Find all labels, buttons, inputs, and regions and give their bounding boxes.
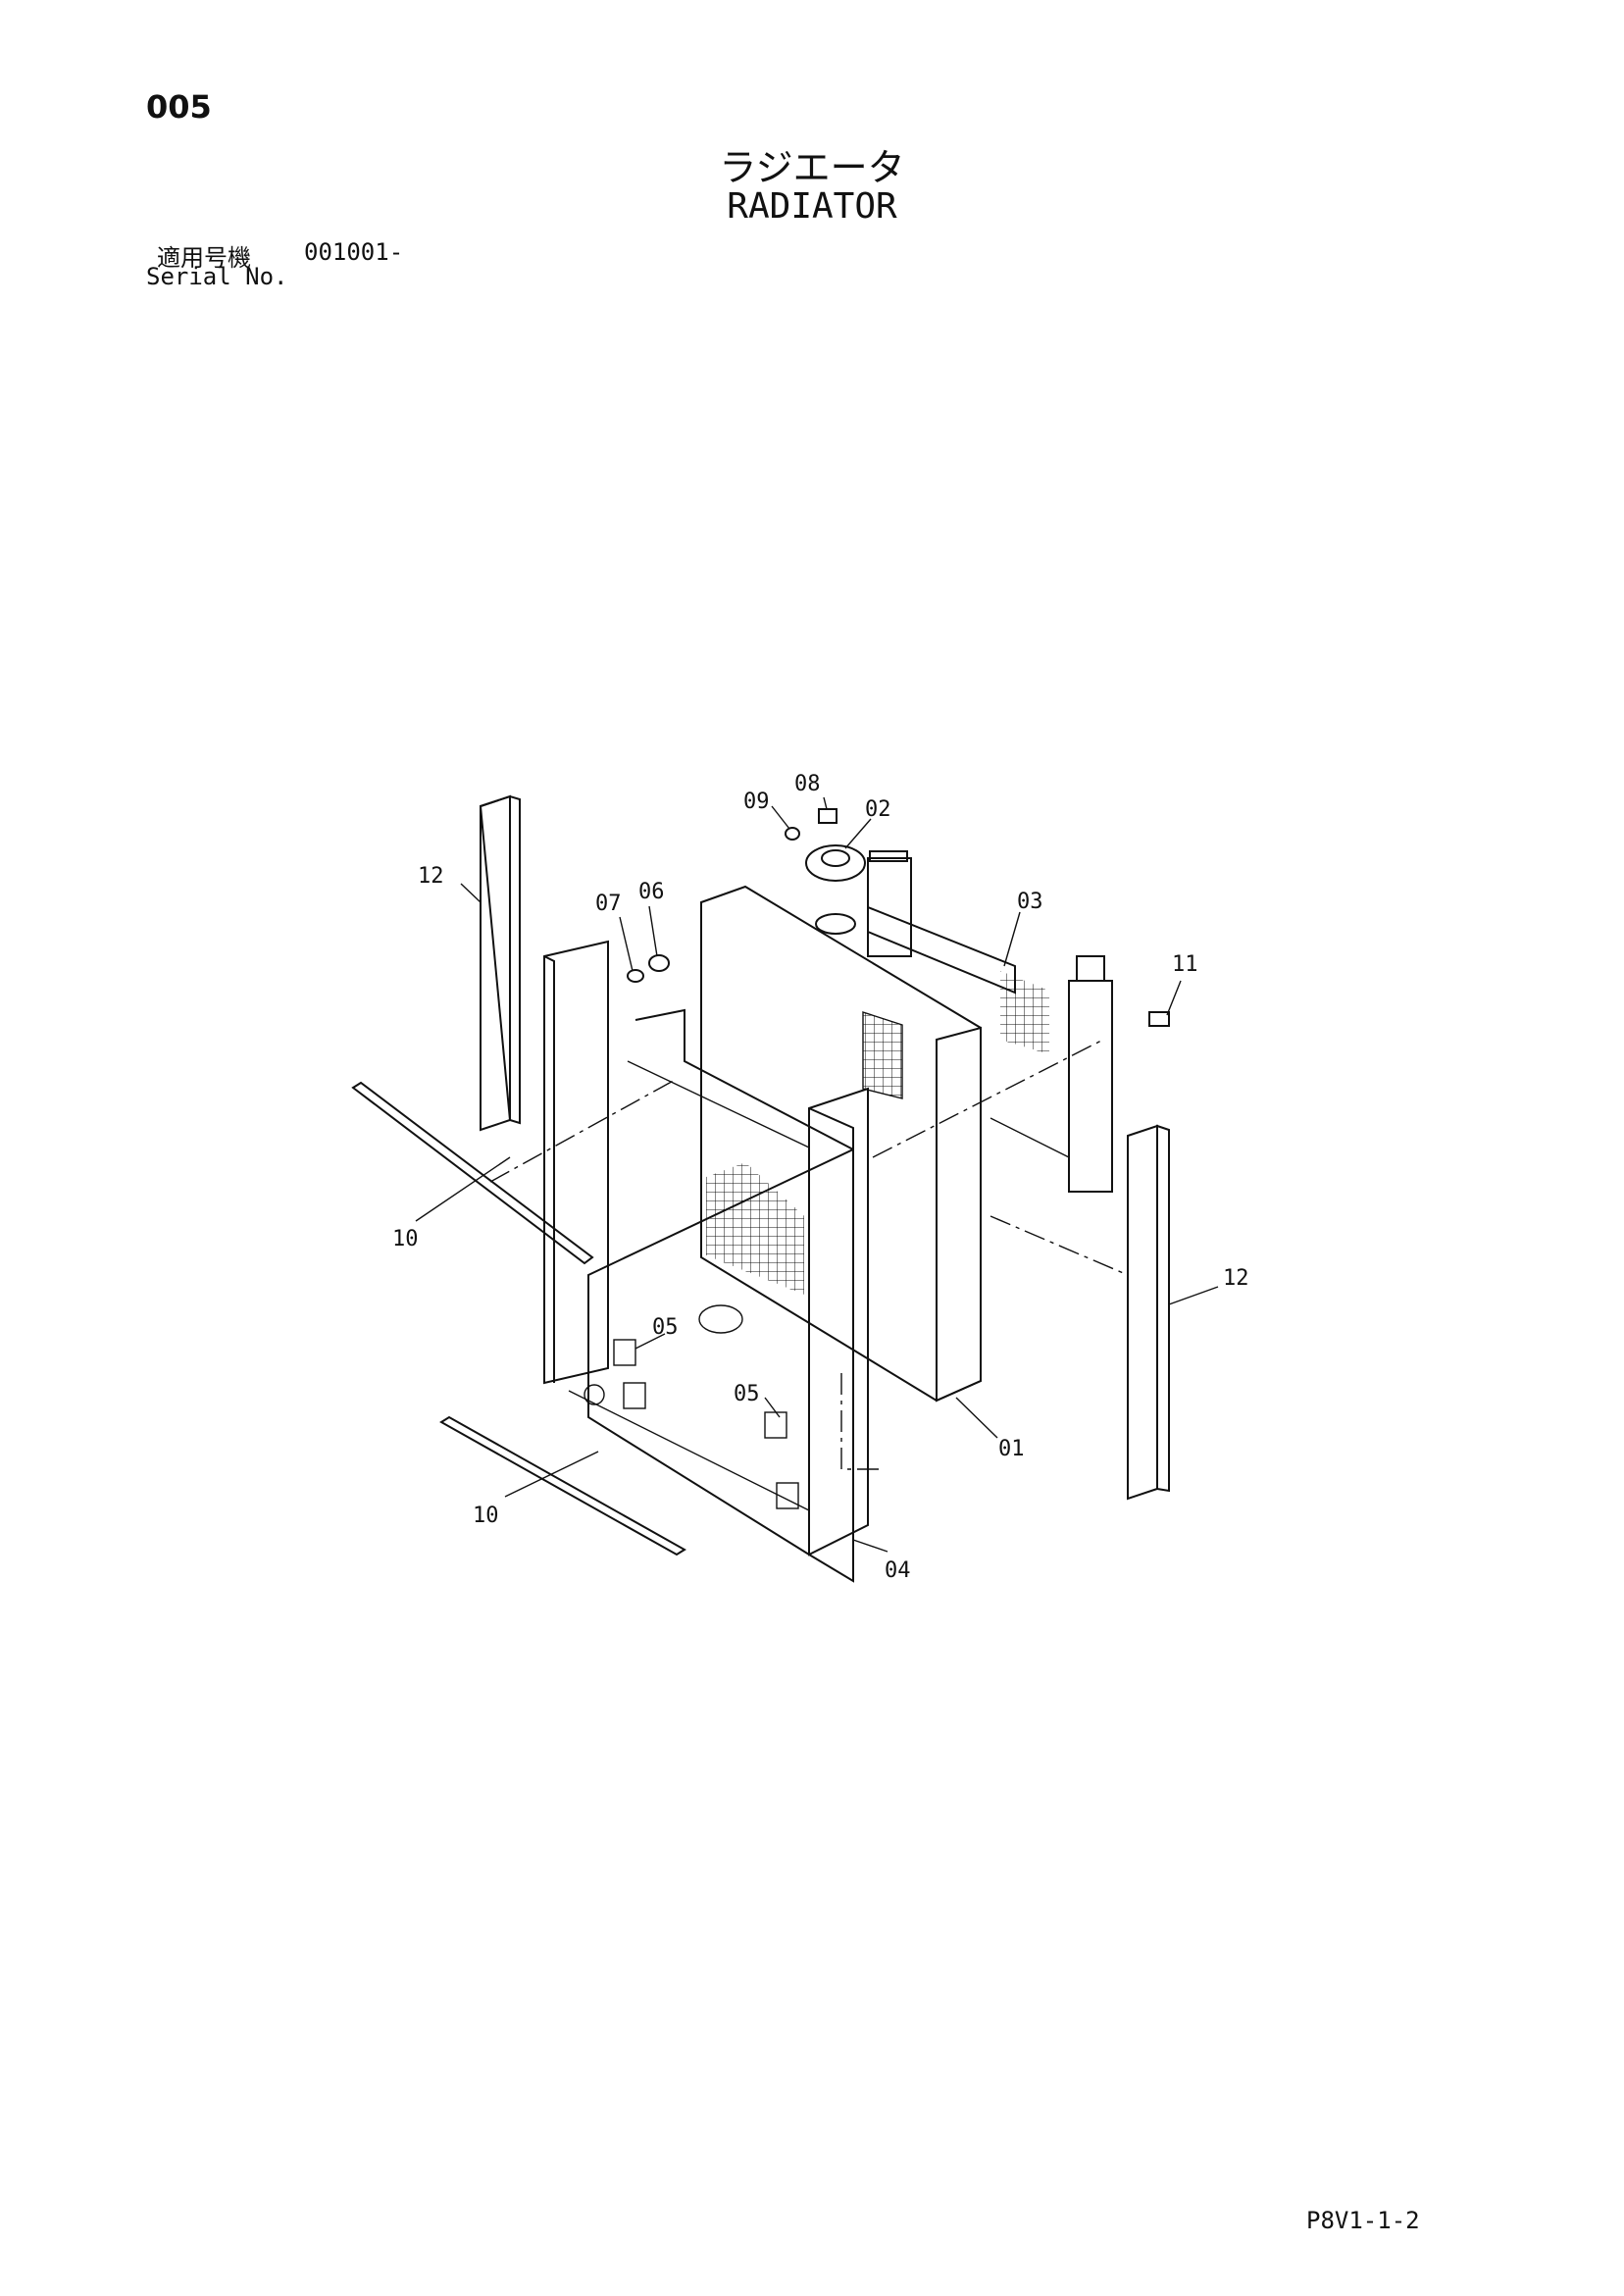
callout-09: 09	[743, 790, 770, 814]
radiator-core	[698, 885, 982, 1403]
page-title: RADIATOR	[727, 186, 897, 227]
callout-04: 04	[885, 1558, 911, 1583]
bolt-08	[818, 808, 837, 824]
upper-tank	[867, 850, 1113, 1193]
serial-value: 001001-	[304, 238, 404, 266]
serial-label: Serial No.	[146, 263, 288, 290]
seal-ring-06	[648, 954, 670, 972]
rubber-block-right	[1127, 1124, 1170, 1501]
page-title-japanese: ラジエータ	[719, 146, 905, 189]
callout-06: 06	[638, 880, 665, 904]
shroud-frame	[543, 940, 883, 1583]
sheet-code: P8V1-1-2	[1306, 2207, 1420, 2234]
callout-12-left: 12	[418, 864, 444, 889]
page-number: 005	[146, 88, 212, 126]
rubber-block-left	[479, 794, 521, 1132]
serial-label-japanese: 適用号機	[157, 244, 251, 272]
washer-09	[785, 827, 800, 841]
rubber-strip-lower	[439, 1415, 686, 1556]
callout-01: 01	[998, 1437, 1025, 1461]
callout-07: 07	[595, 892, 622, 916]
callout-05-left: 05	[652, 1315, 679, 1340]
seal-ring-07	[627, 969, 644, 983]
rubber-strip-upper	[351, 1081, 594, 1265]
callout-12-right: 12	[1223, 1266, 1249, 1291]
callout-11: 11	[1172, 952, 1198, 977]
callout-03: 03	[1017, 890, 1043, 914]
callout-10-upper: 10	[392, 1227, 419, 1251]
radiator-cap	[805, 844, 866, 935]
bolt-11	[1148, 1011, 1170, 1027]
leader-lines	[415, 796, 1219, 1553]
callout-05-right: 05	[734, 1382, 760, 1406]
callout-02: 02	[865, 797, 891, 822]
callout-08: 08	[794, 772, 821, 796]
callout-10-lower: 10	[473, 1504, 499, 1528]
